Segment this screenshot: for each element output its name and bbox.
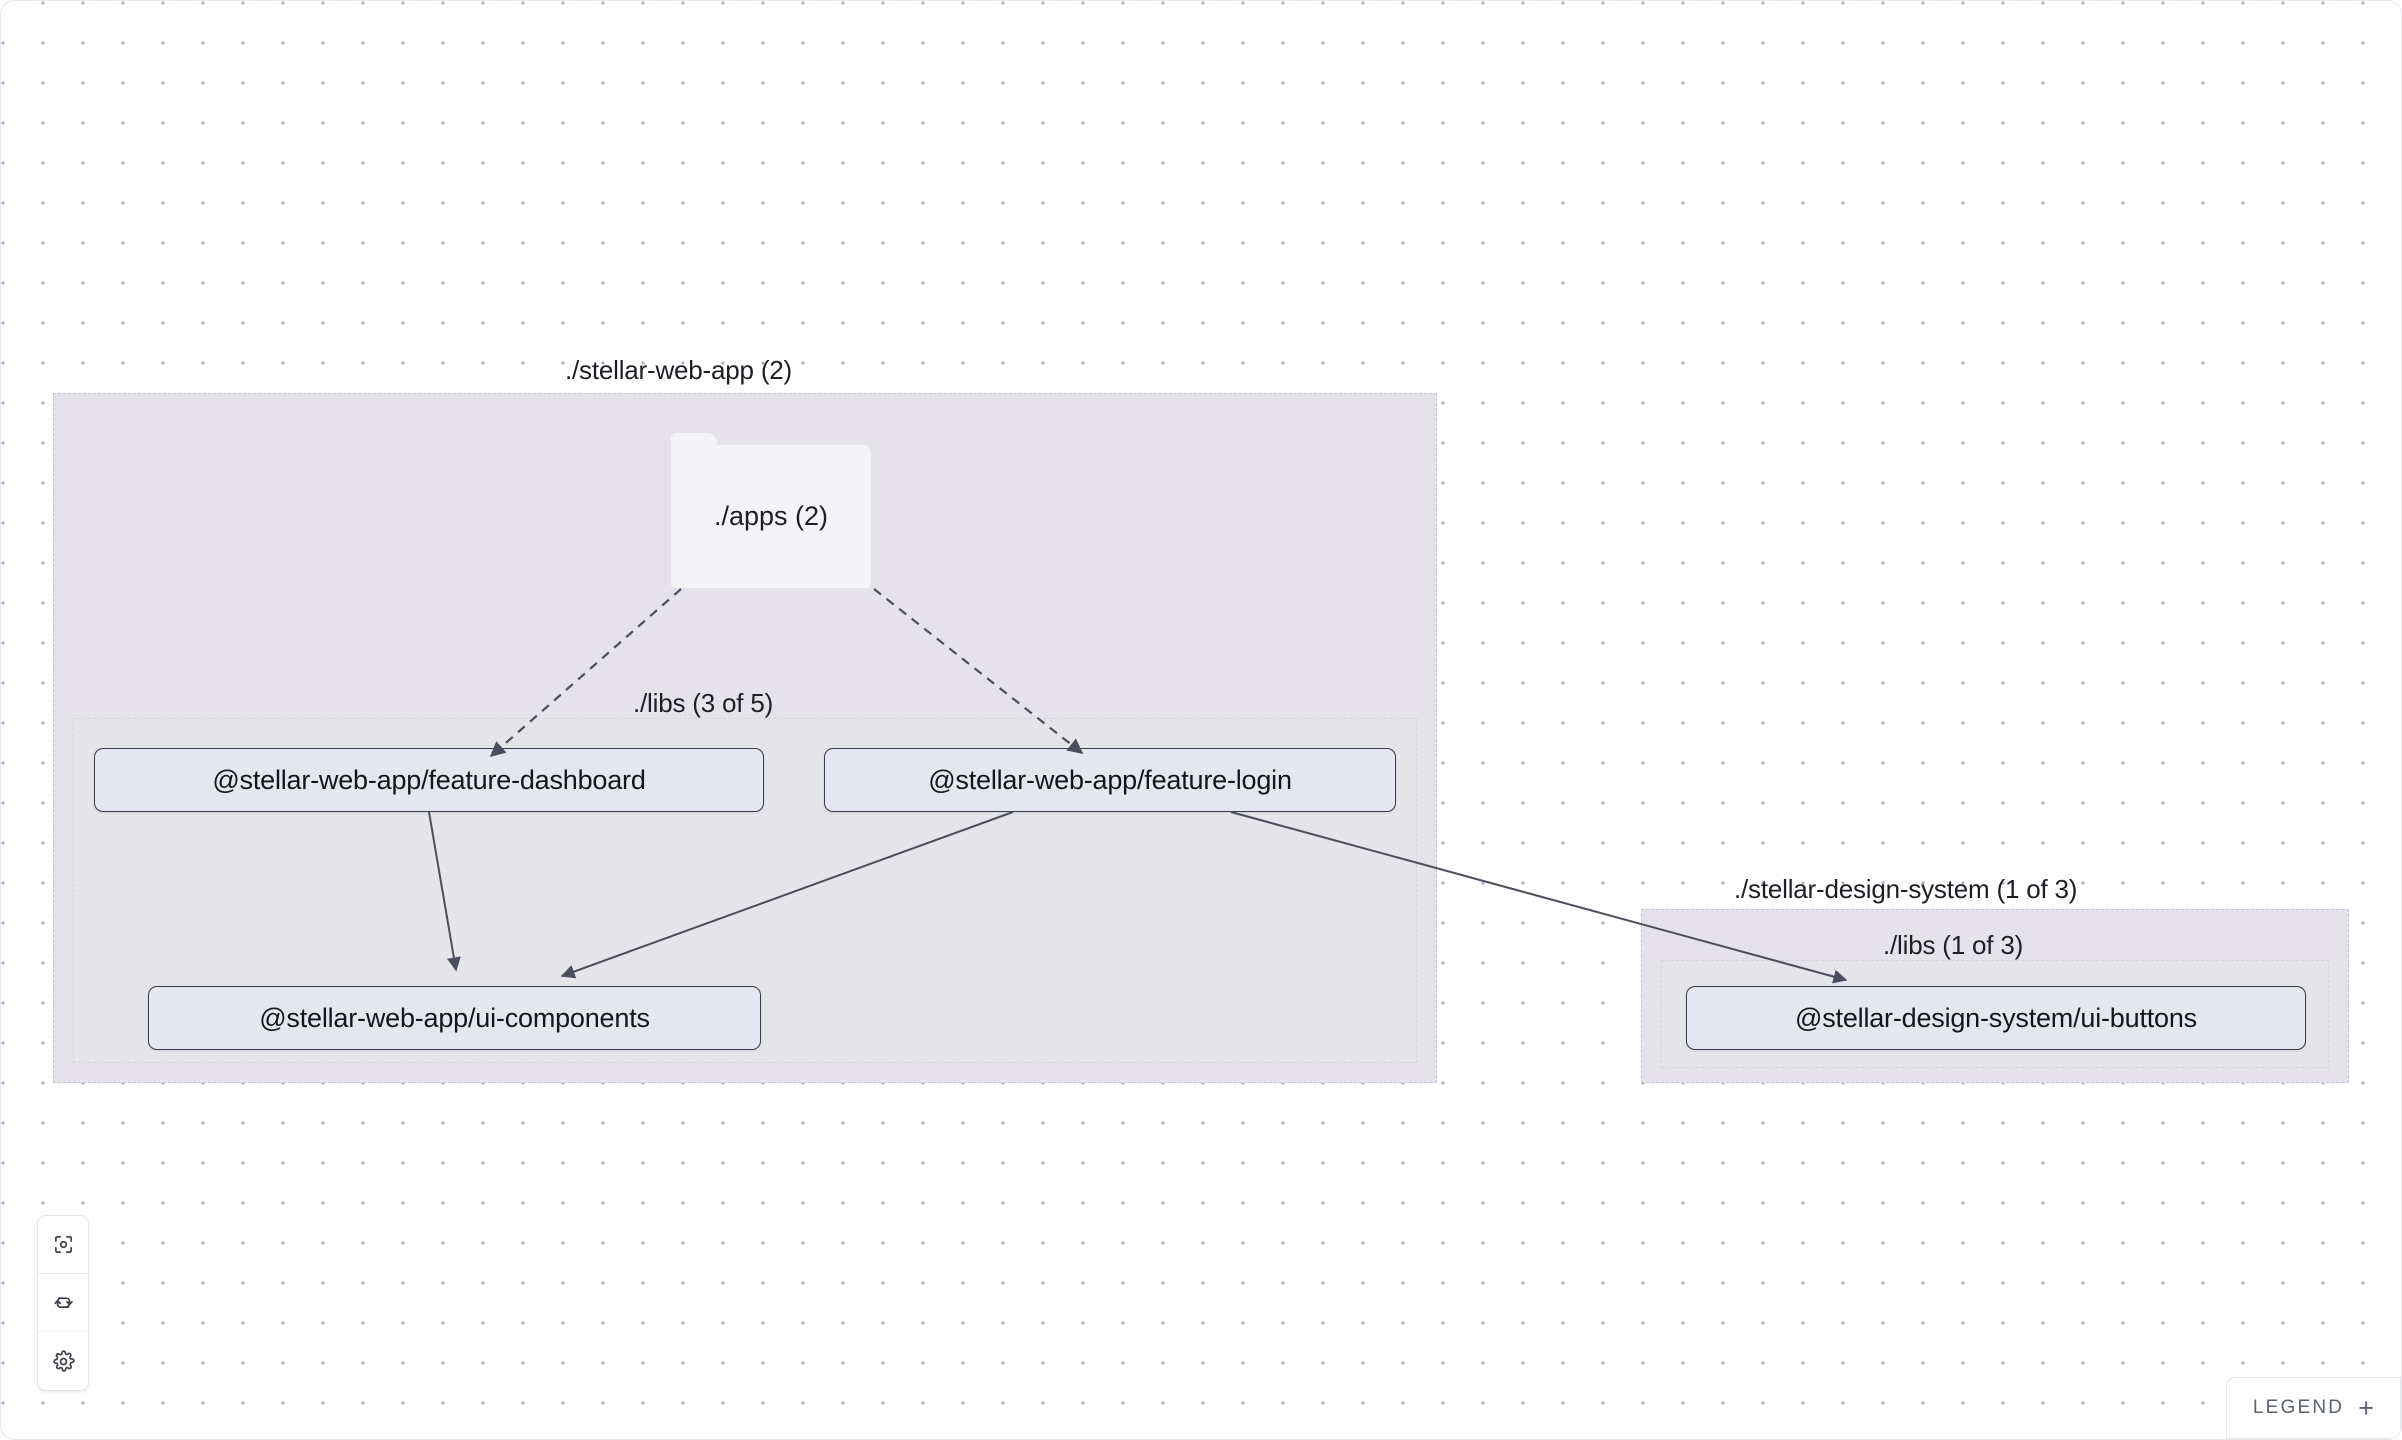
focus-button[interactable]	[38, 1216, 88, 1274]
refresh-cycle-icon	[52, 1291, 75, 1314]
lib-node-ui-buttons[interactable]: @stellar-design-system/ui-buttons	[1686, 986, 2306, 1050]
gear-icon	[52, 1349, 75, 1373]
refresh-button[interactable]	[38, 1274, 88, 1332]
libs-label-stellar-design-system: ./libs (1 of 3)	[1883, 930, 2024, 960]
focus-target-icon	[52, 1233, 75, 1256]
legend-toggle[interactable]: LEGEND +	[2225, 1377, 2401, 1439]
project-label-stellar-design-system: ./stellar-design-system (1 of 3)	[1734, 874, 2078, 904]
lib-node-ui-components[interactable]: @stellar-web-app/ui-components	[148, 986, 761, 1050]
lib-node-label: @stellar-web-app/feature-login	[928, 764, 1292, 795]
legend-label: LEGEND	[2252, 1397, 2345, 1418]
plus-icon: +	[2358, 1392, 2374, 1423]
folder-node-apps[interactable]: ./apps (2)	[671, 433, 871, 588]
canvas-toolbar[interactable]	[37, 1215, 89, 1391]
folder-label-apps: ./apps (2)	[713, 501, 829, 531]
lib-node-feature-login[interactable]: @stellar-web-app/feature-login	[824, 748, 1396, 812]
settings-button[interactable]	[38, 1332, 88, 1390]
lib-node-label: @stellar-web-app/feature-dashboard	[212, 764, 646, 795]
libs-group-stellar-design-system[interactable]	[1661, 960, 2329, 1068]
project-label-stellar-web-app: ./stellar-web-app (2)	[565, 355, 792, 385]
lib-node-label: @stellar-design-system/ui-buttons	[1795, 1002, 2197, 1033]
libs-label-stellar-web-app: ./libs (3 of 5)	[633, 688, 774, 718]
folder-body: ./apps (2)	[671, 445, 871, 588]
lib-node-label: @stellar-web-app/ui-components	[259, 1002, 650, 1033]
lib-node-feature-dashboard[interactable]: @stellar-web-app/feature-dashboard	[94, 748, 764, 812]
